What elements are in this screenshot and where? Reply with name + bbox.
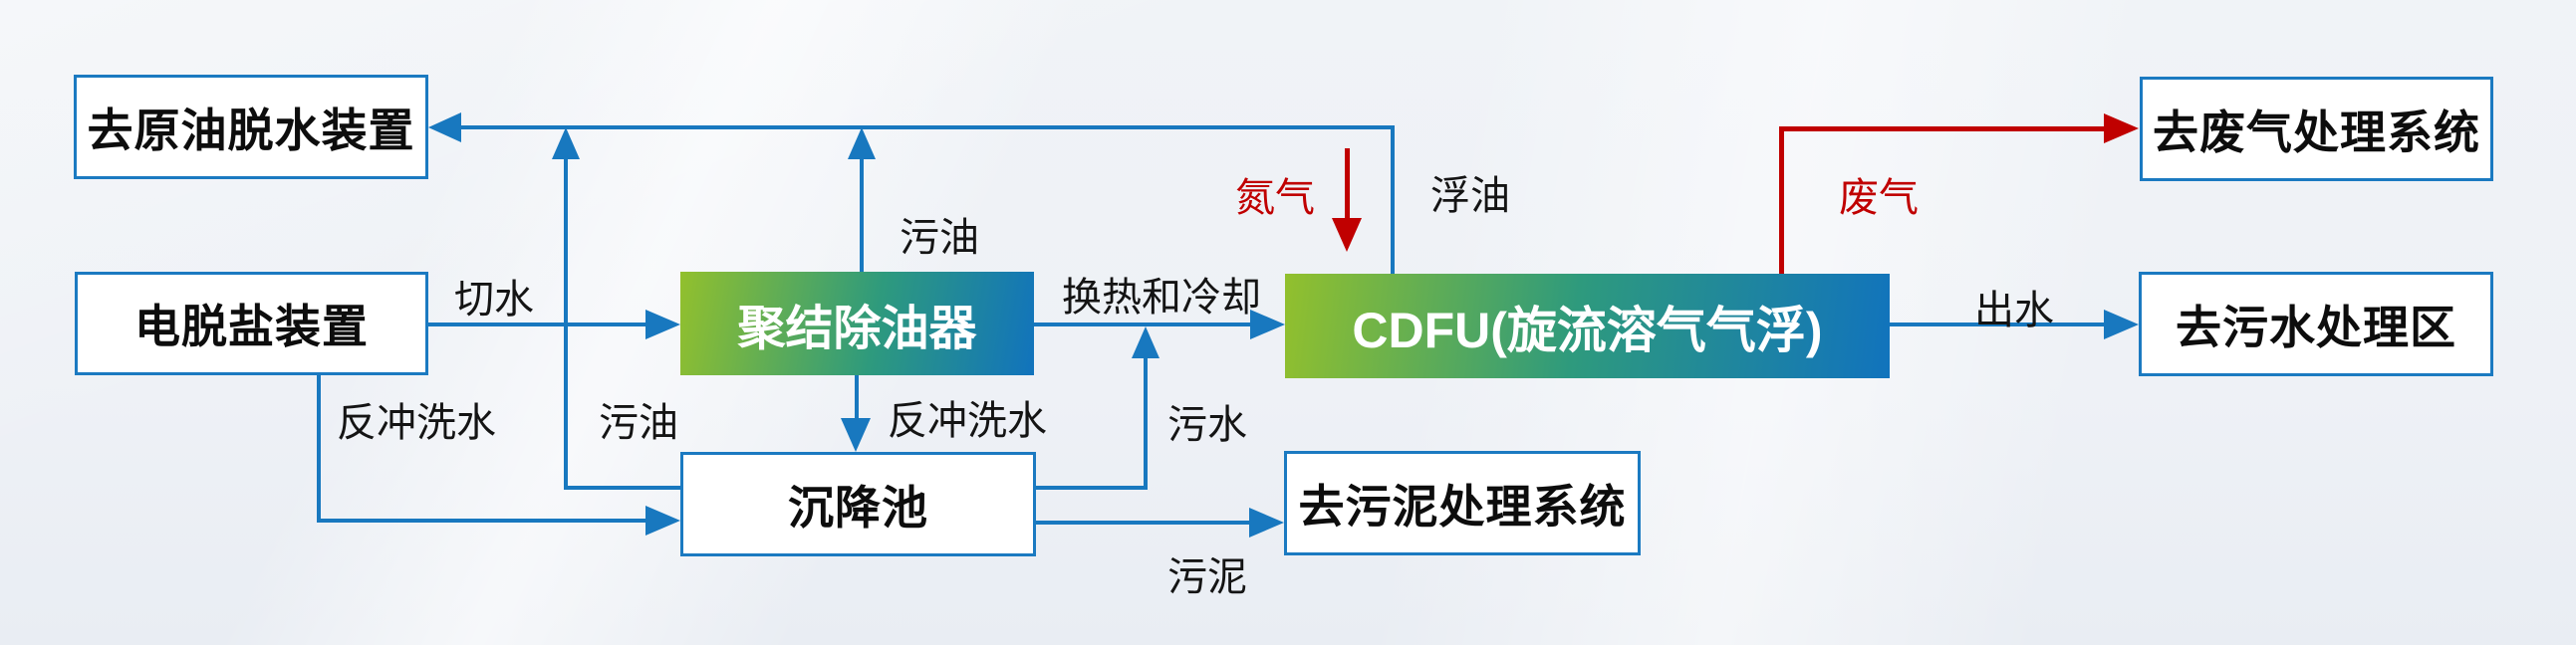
line-top-recycle xyxy=(456,125,1395,129)
node-to-waste-gas-treatment: 去废气处理系统 xyxy=(2140,77,2493,181)
line-dirty-oil-coalescer xyxy=(860,157,864,272)
line-backwash-desalter-horizontal xyxy=(317,519,647,523)
arrowhead-into-crude-dehydration xyxy=(428,112,461,142)
node-to-sludge-treatment: 去污泥处理系统 xyxy=(1284,451,1641,555)
arrowhead-cut-water xyxy=(645,310,680,339)
node-electric-desalter: 电脱盐装置 xyxy=(75,272,428,375)
flow-label-dirty-oil-settling: 污油 xyxy=(599,401,678,445)
line-cut-water xyxy=(428,322,647,326)
line-floating-oil-riser xyxy=(1391,125,1395,276)
line-backwash-coalescer xyxy=(855,375,859,420)
line-heat-exchange xyxy=(1034,322,1252,326)
node-settling-tank: 沉降池 xyxy=(680,452,1036,556)
arrowhead-nitrogen xyxy=(1332,218,1362,252)
line-waste-gas-horizontal xyxy=(1779,126,2104,131)
flow-label-floating-oil: 浮油 xyxy=(1430,174,1510,218)
flow-label-backwash-coalescer: 反冲洗水 xyxy=(888,399,1047,443)
flow-label-heat-exchange: 换热和冷却 xyxy=(1062,276,1261,320)
flow-label-sewage: 污水 xyxy=(1167,403,1247,447)
flow-label-waste-gas: 废气 xyxy=(1839,176,1919,220)
flow-label-nitrogen: 氮气 xyxy=(1235,176,1315,220)
line-sewage-horizontal xyxy=(1036,486,1148,490)
flow-label-backwash-desalter: 反冲洗水 xyxy=(337,401,496,445)
arrowhead-dirty-oil-coalescer xyxy=(848,127,876,159)
node-cdfu: CDFU(旋流溶气气浮) xyxy=(1285,274,1890,378)
flow-label-dirty-oil-coalescer: 污油 xyxy=(900,216,979,260)
arrowhead-backwash-desalter xyxy=(645,506,680,536)
flow-label-sludge: 污泥 xyxy=(1167,555,1247,599)
line-sludge xyxy=(1036,521,1249,525)
node-coalescing-oil-remover: 聚结除油器 xyxy=(680,272,1034,375)
line-dirty-oil-settling-horizontal xyxy=(564,486,680,490)
flow-label-outlet-water: 出水 xyxy=(1974,289,2054,332)
arrowhead-waste-gas xyxy=(2104,113,2139,143)
node-to-wastewater-area: 去污水处理区 xyxy=(2139,272,2493,376)
flow-label-cut-water: 切水 xyxy=(454,278,534,322)
line-nitrogen xyxy=(1345,148,1350,220)
line-outlet-water xyxy=(1890,322,2106,326)
arrowhead-dirty-oil-settling xyxy=(552,127,580,159)
line-backwash-desalter-vertical xyxy=(317,375,321,523)
arrowhead-sewage xyxy=(1132,326,1159,358)
line-waste-gas-vertical xyxy=(1779,126,1784,274)
arrowhead-outlet-water xyxy=(2104,310,2139,339)
arrowhead-heat-exchange xyxy=(1250,310,1285,339)
line-sewage-vertical xyxy=(1144,356,1148,490)
node-to-crude-oil-dehydration: 去原油脱水装置 xyxy=(74,75,428,179)
arrowhead-sludge xyxy=(1249,508,1284,538)
arrowhead-backwash-coalescer xyxy=(841,418,871,452)
